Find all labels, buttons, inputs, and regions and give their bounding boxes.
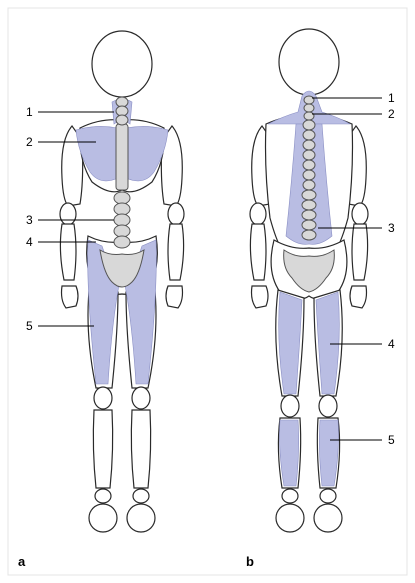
front-lumbar-vertebrae bbox=[114, 192, 130, 248]
back-label-4: 4 bbox=[388, 337, 395, 351]
back-right-foot bbox=[314, 504, 342, 532]
front-sternum bbox=[116, 124, 128, 190]
front-head bbox=[92, 31, 152, 97]
front-right-shin bbox=[131, 410, 150, 488]
front-cervical-vertebrae bbox=[116, 97, 128, 125]
back-spine bbox=[302, 96, 316, 240]
front-label-5: 5 bbox=[26, 319, 33, 333]
panel-letter-b: b bbox=[246, 554, 254, 569]
back-muscle-5-left-calf bbox=[280, 420, 299, 486]
back-left-foot bbox=[276, 504, 304, 532]
back-label-1: 1 bbox=[388, 91, 395, 105]
back-muscle-5-right-calf bbox=[319, 420, 338, 486]
front-left-foot bbox=[89, 504, 117, 532]
front-label-3: 3 bbox=[26, 213, 33, 227]
front-label-1: 1 bbox=[26, 105, 33, 119]
back-label-5: 5 bbox=[388, 433, 395, 447]
front-left-shin bbox=[93, 410, 112, 488]
back-label-3: 3 bbox=[388, 221, 395, 235]
back-label-2: 2 bbox=[388, 107, 395, 121]
panel-letter-a: a bbox=[18, 554, 26, 569]
back-head bbox=[279, 29, 339, 95]
front-label-4: 4 bbox=[26, 235, 33, 249]
front-right-foot bbox=[127, 504, 155, 532]
front-label-2: 2 bbox=[26, 135, 33, 149]
